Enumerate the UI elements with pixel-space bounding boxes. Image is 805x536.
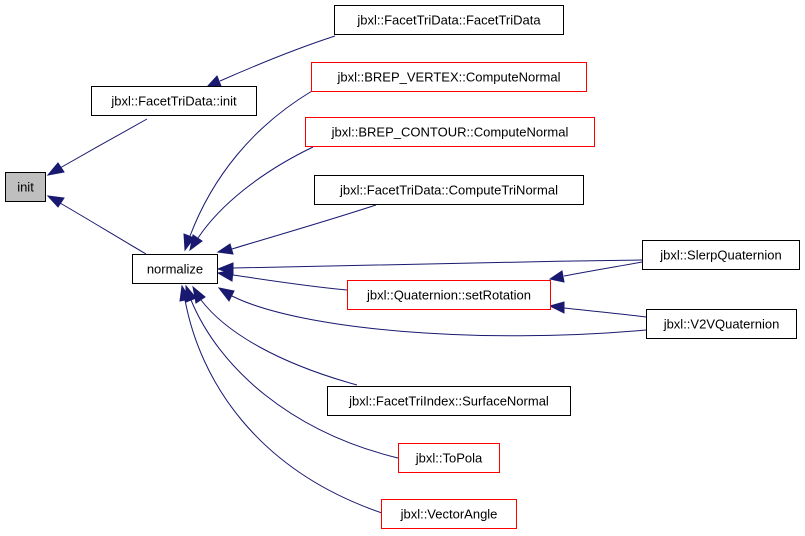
node-topola[interactable]: jbxl::ToPola [398,443,500,473]
node-brep-contour-compute-normal-label: jbxl::BREP_CONTOUR::ComputeNormal [331,125,569,140]
node-facet-tri-data-ctor-box [334,5,564,35]
edge-compute-tri-to-normalize [216,204,377,255]
node-slerp-quaternion-label: jbxl::SlerpQuaternion [659,248,781,263]
edge-surface-normal-to-normalize [192,285,358,386]
node-v2v-quaternion-box [646,309,797,339]
node-surface-normal[interactable]: jbxl::FacetTriIndex::SurfaceNormal [327,386,571,416]
edge-brep-vertex-to-normalize [183,90,313,252]
node-v2v-quaternion-label: jbxl::V2VQuaternion [663,317,780,332]
edge-vector-angle-to-normalize [179,284,383,514]
edge-v2v-to-normalize [217,287,647,337]
node-topola-label: jbxl::ToPola [415,451,483,466]
node-set-rotation-box [347,280,551,310]
node-facet-tri-data-init-box [91,86,257,116]
node-brep-vertex-compute-normal-box [311,62,587,92]
node-facet-tri-data-init[interactable]: jbxl::FacetTriData::init [91,86,257,116]
edge-facet-init-to-init [46,118,148,176]
edge-slerp-to-set-rotation [548,261,643,283]
node-vector-angle-box [381,499,517,529]
node-facet-tri-data-ctor[interactable]: jbxl::FacetTriData::FacetTriData [334,5,564,35]
node-normalize-box [132,254,218,284]
edge-slerp-to-normalize [216,259,643,275]
node-normalize[interactable]: normalize [132,254,218,284]
node-brep-vertex-compute-normal[interactable]: jbxl::BREP_VERTEX::ComputeNormal [311,62,587,92]
node-slerp-quaternion-box [642,240,800,270]
node-set-rotation-label: jbxl::Quaternion::setRotation [366,288,531,303]
edge-set-rotation-to-normalize [216,269,348,291]
node-facet-tri-data-init-label: jbxl::FacetTriData::init [110,94,237,109]
node-surface-normal-label: jbxl::FacetTriIndex::SurfaceNormal [348,394,549,409]
node-compute-tri-normal-box [314,175,584,205]
node-set-rotation[interactable]: jbxl::Quaternion::setRotation [347,280,551,310]
node-brep-contour-compute-normal[interactable]: jbxl::BREP_CONTOUR::ComputeNormal [305,117,595,147]
edge-brep-contour-to-normalize [189,146,314,252]
node-compute-tri-normal-label: jbxl::FacetTriData::ComputeTriNormal [339,183,558,198]
node-v2v-quaternion[interactable]: jbxl::V2VQuaternion [646,309,797,339]
edge-v2v-to-set-rotation [548,301,647,318]
node-vector-angle[interactable]: jbxl::VectorAngle [381,499,517,529]
edge-normalize-to-init [46,195,147,255]
node-compute-tri-normal[interactable]: jbxl::FacetTriData::ComputeTriNormal [314,175,584,205]
node-init[interactable]: init [5,172,46,202]
node-brep-contour-compute-normal-box [305,117,595,147]
node-facet-tri-data-ctor-label: jbxl::FacetTriData::FacetTriData [356,13,541,28]
node-brep-vertex-compute-normal-label: jbxl::BREP_VERTEX::ComputeNormal [336,70,560,85]
node-init-box [5,172,46,202]
node-slerp-quaternion[interactable]: jbxl::SlerpQuaternion [642,240,800,270]
node-normalize-label: normalize [147,262,203,277]
node-vector-angle-label: jbxl::VectorAngle [400,507,498,522]
node-topola-box [398,443,500,473]
node-surface-normal-box [327,386,571,416]
edge-topola-to-normalize [185,284,399,459]
node-init-label: init [17,180,34,195]
